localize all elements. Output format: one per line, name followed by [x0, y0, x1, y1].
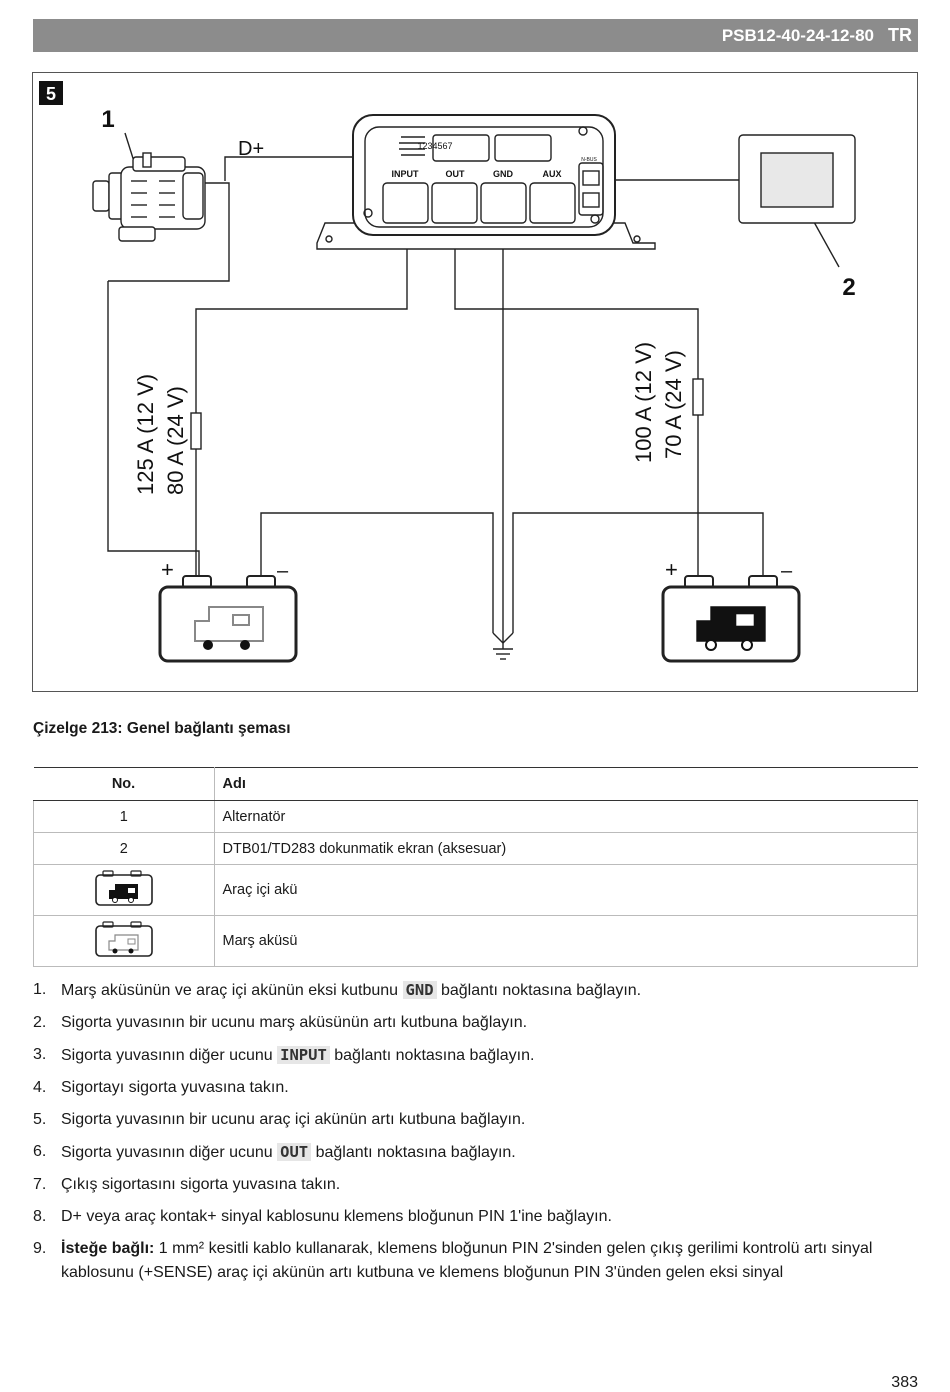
list-item: 3. Sigorta yuvasının diğer ucunu INPUT ba… — [33, 1043, 913, 1068]
step-code: INPUT — [277, 1046, 330, 1064]
display-unit — [738, 134, 856, 224]
figure-number-box — [39, 81, 63, 105]
list-item: 5. Sigorta yuvasının bir ucunu araç içi a… — [33, 1108, 913, 1132]
bus-label: N-BUS — [581, 157, 597, 163]
callout-1: 1 — [101, 106, 114, 133]
alt-to-starter-wire — [107, 281, 200, 576]
step-number: 8. — [33, 1208, 47, 1225]
language-code: TR — [888, 25, 912, 45]
instruction-steps: 1. Marş aküsünün ve araç içi akünün eksi … — [33, 978, 913, 1293]
starter-battery-icon-svg — [94, 921, 153, 957]
starter-minus: – — [277, 560, 289, 582]
page-number: 383 — [891, 1374, 918, 1391]
living-minus: – — [781, 560, 793, 582]
input-wire — [195, 223, 408, 576]
callout-2: 2 — [842, 274, 855, 301]
step-text: bağlantı noktasına bağlayın. — [436, 982, 642, 999]
table-row: Araç içi akü — [33, 864, 918, 916]
living-battery — [661, 575, 801, 663]
table-row: 1 Alternatör — [33, 800, 918, 833]
fuse-left — [190, 412, 202, 450]
step-number: 5. — [33, 1111, 47, 1128]
step-text: Sigorta yuvasının diğer ucunu — [61, 1047, 278, 1064]
list-item: 4. Sigortayı sigorta yuvasına takın. — [33, 1076, 913, 1100]
list-item: 2. Sigorta yuvasının bir ucunu marş aküsü… — [33, 1011, 913, 1035]
living-battery-icon-svg — [94, 870, 153, 906]
step-number: 4. — [33, 1079, 47, 1096]
starter-battery-icon — [33, 915, 215, 967]
port-out-label: OUT — [446, 169, 466, 179]
dip-label: 1234567 — [417, 141, 452, 151]
dplus-wire — [224, 156, 398, 181]
step-number: 3. — [33, 1046, 47, 1063]
step-text: bağlantı noktasına bağlayın. — [311, 1144, 516, 1161]
col-name: Adı — [214, 767, 918, 801]
living-neg-wire — [512, 512, 764, 633]
port-input-label: INPUT — [392, 169, 420, 179]
starter-battery — [158, 575, 298, 663]
list-item: 1. Marş aküsünün ve araç içi akünün eksi … — [33, 978, 913, 1003]
table-row: 2 DTB01/TD283 dokunmatik ekran (aksesuar… — [33, 832, 918, 865]
step-text: Sigortayı sigorta yuvasına takın. — [61, 1079, 289, 1096]
dplus-label: D+ — [238, 138, 264, 160]
step-number: 9. — [33, 1240, 47, 1257]
row-no: 2 — [33, 832, 215, 865]
port-aux-label: AUX — [542, 169, 561, 179]
out-wire — [454, 223, 699, 576]
step-number: 6. — [33, 1143, 47, 1160]
step-code: GND — [402, 981, 437, 999]
fuse-right-12v: 100 A (12 V) — [631, 342, 656, 463]
starter-neg-wire — [260, 512, 494, 633]
port-gnd-label: GND — [493, 169, 514, 179]
step-text: Marş aküsünün ve araç içi akünün eksi ku… — [61, 982, 403, 999]
step-text: Çıkış sigortasını sigorta yuvasına takın… — [61, 1176, 341, 1193]
step-number: 7. — [33, 1176, 47, 1193]
fuse-right — [692, 378, 704, 416]
row-name: Alternatör — [214, 800, 918, 833]
step-text: Sigorta yuvasının bir ucunu marş aküsünü… — [61, 1014, 528, 1031]
list-item: 8. D+ veya araç kontak+ sinyal kablosunu … — [33, 1205, 913, 1229]
step-number: 2. — [33, 1014, 47, 1031]
fuse-right-24v: 70 A (24 V) — [661, 350, 686, 459]
fuse-left-24v: 80 A (24 V) — [163, 386, 188, 495]
page-header: PSB12-40-24-12-80 TR — [33, 19, 918, 52]
step-code: OUT — [277, 1143, 312, 1161]
col-no: No. — [33, 767, 215, 801]
row-name: Marş aküsü — [214, 915, 918, 967]
list-item: 6. Sigorta yuvasının diğer ucunu OUT bağl… — [33, 1140, 913, 1165]
step-text: Sigorta yuvasının diğer ucunu — [61, 1144, 278, 1161]
legend-header-row: No. Adı — [33, 767, 918, 801]
alternator — [92, 152, 206, 242]
step-text: bağlantı noktasına bağlayın. — [329, 1047, 535, 1064]
step-text: 1 mm² kesitli kablo kullanarak, klemens … — [61, 1240, 873, 1281]
step-text: D+ veya araç kontak+ sinyal kablosunu kl… — [61, 1208, 612, 1225]
living-plus: + — [665, 557, 678, 582]
table-row: Marş aküsü — [33, 915, 918, 967]
alternator-cable — [108, 182, 230, 282]
fuse-left-12v: 125 A (12 V) — [133, 374, 158, 495]
figure-caption: Çizelge 213: Genel bağlantı şeması — [33, 720, 291, 737]
step-optional-label: İsteğe bağlı: — [61, 1240, 155, 1257]
list-item: 7. Çıkış sigortasını sigorta yuvasına tak… — [33, 1173, 913, 1197]
starter-plus: + — [161, 557, 174, 582]
charger-device — [316, 114, 656, 250]
legend-table: No. Adı 1 Alternatör 2 DTB01/TD283 dokun… — [33, 767, 918, 967]
step-text: Sigorta yuvasının bir ucunu araç içi akü… — [61, 1111, 526, 1128]
row-name: Araç içi akü — [214, 864, 918, 916]
row-no: 1 — [33, 800, 215, 833]
wiring-diagram: 5 — [32, 72, 918, 692]
step-number: 1. — [33, 981, 47, 998]
model-name: PSB12-40-24-12-80 — [721, 25, 874, 45]
figure-number: 5 — [46, 84, 56, 104]
row-name: DTB01/TD283 dokunmatik ekran (aksesuar) — [214, 832, 918, 865]
list-item: 9. İsteğe bağlı: 1 mm² kesitli kablo kull… — [33, 1237, 913, 1285]
living-battery-icon — [33, 864, 215, 916]
diagram-svg: 5 — [39, 81, 856, 663]
